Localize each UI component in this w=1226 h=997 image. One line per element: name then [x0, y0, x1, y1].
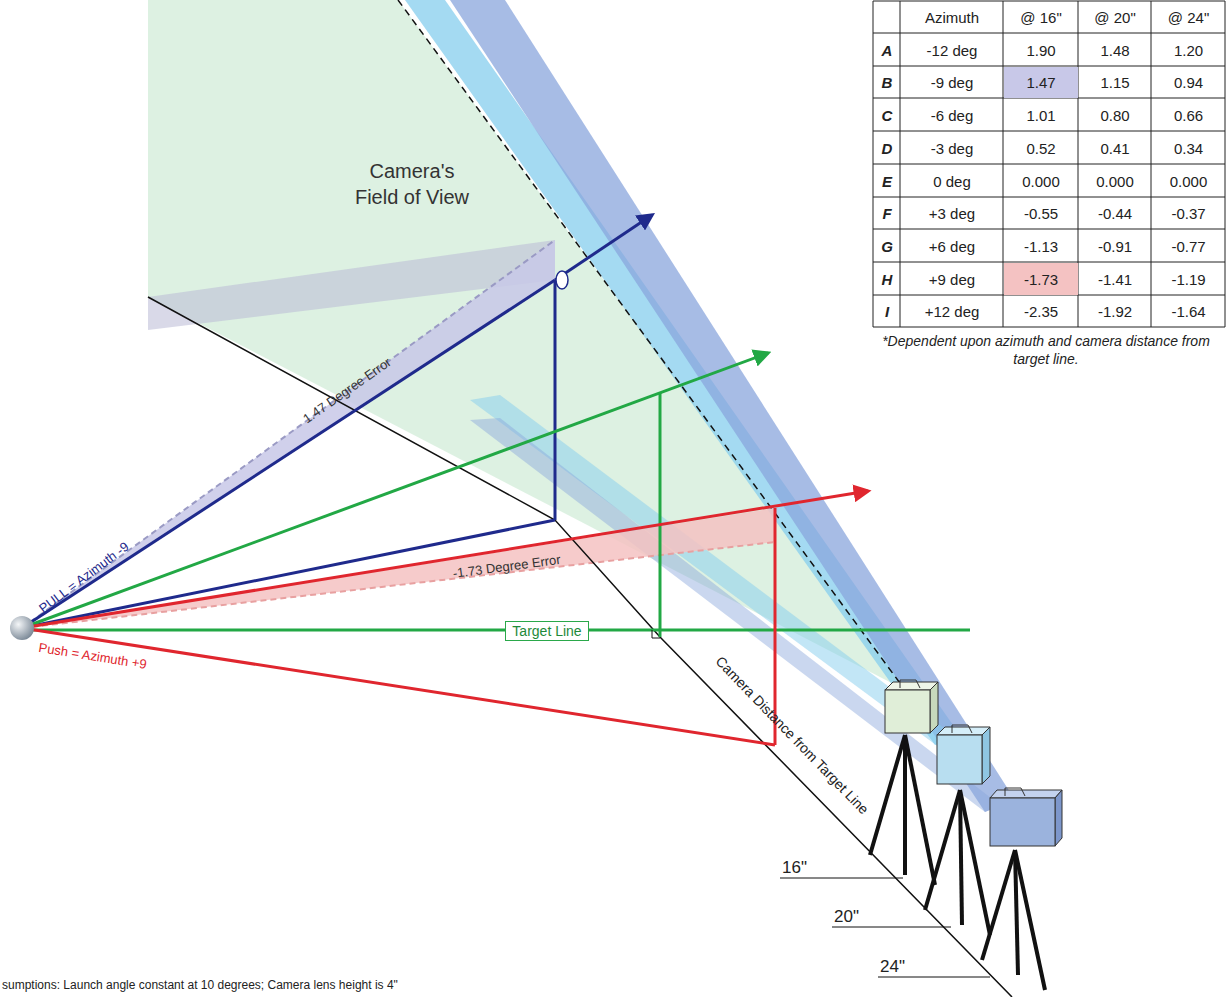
table-cell: +6 deg	[901, 230, 1003, 262]
camera	[982, 788, 1062, 990]
straight-arrow	[22, 353, 768, 628]
table-rule	[873, 1, 1225, 2]
table-cell: 0.80	[1079, 99, 1151, 131]
table-cell: -1.13	[1004, 230, 1078, 262]
target-line	[22, 629, 970, 632]
table-rule	[873, 327, 1225, 328]
camera	[925, 725, 990, 935]
camera	[870, 680, 938, 885]
table-cell: 0.41	[1079, 132, 1151, 164]
golf-ball	[10, 616, 34, 640]
camera-view-band	[450, 0, 1015, 812]
table-cell: 0.000	[1152, 165, 1225, 197]
node-text: Target Line	[512, 623, 581, 639]
table-cell: 0.66	[1152, 99, 1225, 131]
table-rule	[873, 229, 1225, 230]
table-rule	[1151, 1, 1152, 327]
table-header: @ 24"	[1152, 2, 1225, 33]
table-cell: -12 deg	[901, 34, 1003, 66]
distance-tick	[780, 878, 903, 879]
table-cell: 0.34	[1152, 132, 1225, 164]
table-cell: -0.91	[1079, 230, 1151, 262]
camera-axis	[398, 0, 905, 690]
table-rule	[900, 1, 901, 327]
push-ground-line	[22, 628, 775, 745]
distance-tick	[832, 927, 951, 928]
table-cell: 0.94	[1152, 67, 1225, 98]
table-cell: -3 deg	[901, 132, 1003, 164]
table-cell: 0.000	[1004, 165, 1078, 197]
table-cell: 1.47	[1004, 67, 1078, 98]
table-rule	[1225, 1, 1226, 327]
ball-marker	[556, 271, 568, 289]
assumptions-note: sumptions: Launch angle constant at 10 d…	[2, 978, 398, 992]
straight-height-line	[659, 393, 662, 637]
distance-label: 24"	[880, 957, 905, 977]
push-arrow	[22, 491, 868, 628]
table-rule	[873, 197, 1225, 198]
pull-arrow	[555, 215, 652, 280]
table-cell: -1.73	[1004, 263, 1078, 295]
distance-tick	[878, 977, 990, 978]
table-cell: 1.48	[1079, 34, 1151, 66]
table-header: @ 20"	[1079, 2, 1151, 33]
table-cell: -6 deg	[901, 99, 1003, 131]
table-rule	[873, 131, 1225, 132]
camera-view-band	[470, 418, 1000, 812]
table-cell: -0.55	[1004, 198, 1078, 229]
distance-label: 16"	[782, 858, 807, 878]
row-letter: H	[874, 263, 900, 295]
table-rule	[873, 1, 874, 327]
target-line-box: Target Line	[505, 621, 589, 641]
table-cell: -0.37	[1152, 198, 1225, 229]
distance-label: 20"	[834, 907, 859, 927]
row-letter: I	[874, 296, 900, 327]
camera-distance-line	[148, 297, 1012, 997]
table-cell: 1.90	[1004, 34, 1078, 66]
table-cell: 0.000	[1079, 165, 1151, 197]
row-letter: F	[874, 198, 900, 229]
table-cell: +3 deg	[901, 198, 1003, 229]
table-cell: +9 deg	[901, 263, 1003, 295]
row-letter: D	[874, 132, 900, 164]
table-cell: -9 deg	[901, 67, 1003, 98]
table-cell: -1.41	[1079, 263, 1151, 295]
table-rule	[873, 33, 1225, 34]
row-letter: E	[874, 165, 900, 197]
table-cell: 0.52	[1004, 132, 1078, 164]
row-letter: C	[874, 99, 900, 131]
table-footnote: *Dependent upon azimuth and camera dista…	[868, 332, 1224, 368]
table-grid	[873, 1, 1225, 327]
table-cell: -1.64	[1152, 296, 1225, 327]
row-letter: G	[874, 230, 900, 262]
table-rule	[873, 164, 1225, 165]
table-cell: -0.44	[1079, 198, 1151, 229]
table-cell: 1.20	[1152, 34, 1225, 66]
table-cell: -0.77	[1152, 230, 1225, 262]
table-header: Azimuth	[901, 2, 1003, 33]
table-cell: -1.92	[1079, 296, 1151, 327]
row-letter: A	[874, 34, 900, 66]
table-cell: -2.35	[1004, 296, 1078, 327]
pull-height-line	[554, 280, 557, 520]
table-cell: 1.01	[1004, 99, 1078, 131]
camera-view-band	[470, 395, 960, 748]
table-header: @ 16"	[1004, 2, 1078, 33]
field-of-view-label: Camera's Field of View	[350, 158, 474, 210]
table-cell: 1.15	[1079, 67, 1151, 98]
table-cell: -1.19	[1152, 263, 1225, 295]
table-cell: 0 deg	[901, 165, 1003, 197]
table-cell: +12 deg	[901, 296, 1003, 327]
row-letter: B	[874, 67, 900, 98]
